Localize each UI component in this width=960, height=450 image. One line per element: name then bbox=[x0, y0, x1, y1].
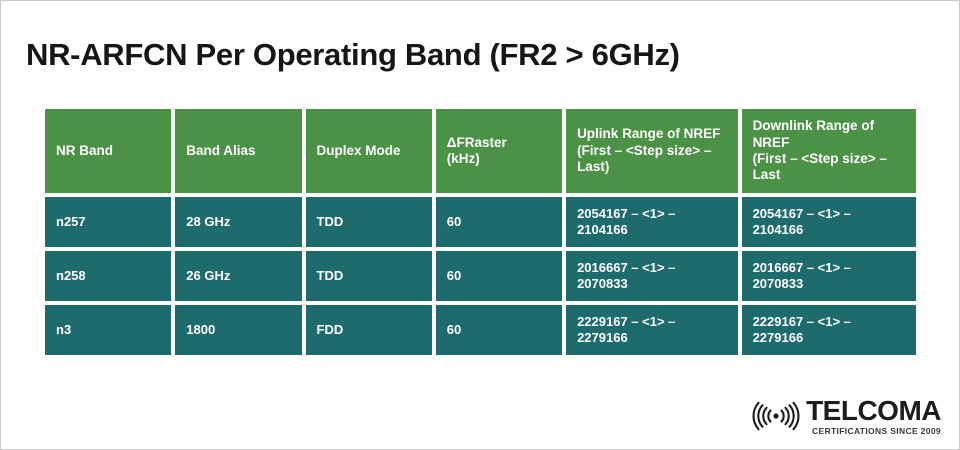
table-row: n257 28 GHz TDD 60 2054167 – <1> – 21041… bbox=[45, 197, 917, 247]
cell-uplink-range: 2054167 – <1> – 2104166 bbox=[566, 197, 738, 247]
cell-uplink-range-value: 2229167 – <1> – 2279166 bbox=[577, 313, 676, 345]
cell-uplink-range: 2016667 – <1> – 2070833 bbox=[566, 251, 738, 301]
cell-downlink-range-value: 2229167 – <1> – 2279166 bbox=[752, 313, 851, 345]
nr-arfcn-table: NR Band Band Alias Duplex Mode ΔFRaster … bbox=[45, 109, 917, 355]
column-header-downlink-range: Downlink Range of NREF (First – <Step si… bbox=[741, 109, 917, 193]
cell-delta-f-raster: 60 bbox=[435, 305, 563, 355]
page-title: NR-ARFCN Per Operating Band (FR2 > 6GHz) bbox=[26, 37, 680, 72]
logo-tagline: CERTIFICATIONS SINCE 2009 bbox=[811, 425, 941, 436]
cell-delta-f-raster-value: 60 bbox=[446, 321, 462, 337]
cell-band-alias: 1800 bbox=[175, 305, 302, 355]
cell-delta-f-raster-value: 60 bbox=[446, 267, 462, 283]
column-header-downlink-range-label: Downlink Range of NREF (First – <Step si… bbox=[752, 118, 887, 183]
column-header-band-alias: Band Alias bbox=[175, 109, 302, 193]
cell-duplex-mode: FDD bbox=[305, 305, 432, 355]
cell-duplex-mode-value: TDD bbox=[316, 267, 344, 283]
logo-wordmark: TELCOMA CERTIFICATIONS SINCE 2009 bbox=[806, 394, 941, 436]
cell-duplex-mode-value: FDD bbox=[316, 321, 344, 337]
table-row: n3 1800 FDD 60 2229167 – <1> – 2279166 2… bbox=[45, 305, 917, 355]
cell-band-alias: 28 GHz bbox=[175, 197, 302, 247]
cell-delta-f-raster: 60 bbox=[435, 251, 563, 301]
table-row: n258 26 GHz TDD 60 2016667 – <1> – 20708… bbox=[45, 251, 917, 301]
cell-downlink-range-value: 2054167 – <1> – 2104166 bbox=[752, 205, 851, 237]
cell-band-alias-value: 1800 bbox=[186, 321, 216, 337]
column-header-duplex-mode-label: Duplex Mode bbox=[316, 142, 401, 158]
cell-band-alias-value: 28 GHz bbox=[186, 213, 231, 229]
cell-nr-band-value: n3 bbox=[56, 321, 72, 337]
column-header-nr-band-label: NR Band bbox=[56, 142, 113, 158]
cell-uplink-range: 2229167 – <1> – 2279166 bbox=[566, 305, 738, 355]
cell-uplink-range-value: 2054167 – <1> – 2104166 bbox=[577, 205, 676, 237]
cell-band-alias-value: 26 GHz bbox=[186, 267, 231, 283]
column-header-delta-f-raster: ΔFRaster (kHz) bbox=[435, 109, 563, 193]
cell-duplex-mode: TDD bbox=[305, 197, 432, 247]
column-header-uplink-range: Uplink Range of NREF (First – <Step size… bbox=[566, 109, 738, 193]
cell-delta-f-raster: 60 bbox=[435, 197, 563, 247]
cell-duplex-mode-value: TDD bbox=[316, 213, 344, 229]
table-header-row: NR Band Band Alias Duplex Mode ΔFRaster … bbox=[45, 109, 917, 193]
cell-delta-f-raster-value: 60 bbox=[446, 213, 462, 229]
cell-nr-band: n258 bbox=[45, 251, 172, 301]
column-header-band-alias-label: Band Alias bbox=[186, 142, 256, 158]
column-header-delta-f-raster-label: ΔFRaster (kHz) bbox=[446, 134, 507, 166]
cell-duplex-mode: TDD bbox=[305, 251, 432, 301]
cell-downlink-range: 2016667 – <1> – 2070833 bbox=[741, 251, 917, 301]
column-header-uplink-range-label: Uplink Range of NREF (First – <Step size… bbox=[577, 126, 721, 175]
cell-uplink-range-value: 2016667 – <1> – 2070833 bbox=[577, 259, 676, 291]
cell-nr-band-value: n257 bbox=[56, 213, 86, 229]
column-header-nr-band: NR Band bbox=[45, 109, 172, 193]
cell-band-alias: 26 GHz bbox=[175, 251, 302, 301]
wireless-signal-icon bbox=[752, 401, 800, 430]
logo-name: TELCOMA bbox=[806, 394, 941, 426]
column-header-duplex-mode: Duplex Mode bbox=[305, 109, 432, 193]
cell-downlink-range: 2229167 – <1> – 2279166 bbox=[741, 305, 917, 355]
cell-nr-band: n257 bbox=[45, 197, 172, 247]
cell-nr-band-value: n258 bbox=[56, 267, 86, 283]
cell-downlink-range-value: 2016667 – <1> – 2070833 bbox=[752, 259, 851, 291]
cell-downlink-range: 2054167 – <1> – 2104166 bbox=[741, 197, 917, 247]
cell-nr-band: n3 bbox=[45, 305, 172, 355]
telcoma-logo: TELCOMA CERTIFICATIONS SINCE 2009 bbox=[750, 394, 941, 436]
